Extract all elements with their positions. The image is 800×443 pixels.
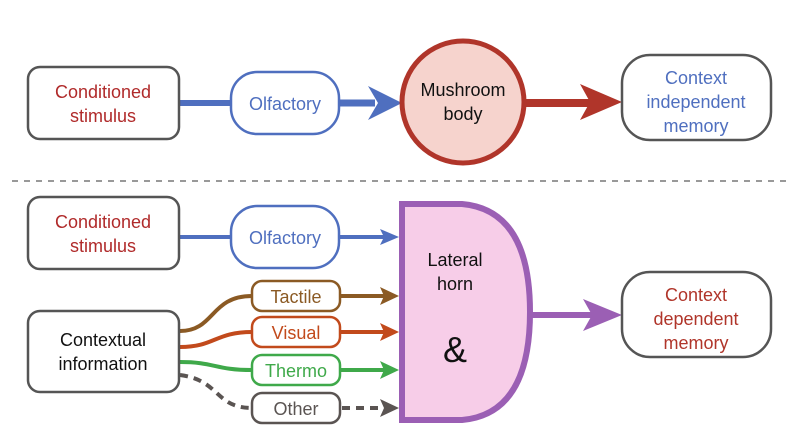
context-independent-memory-node: Context independent memory xyxy=(620,53,773,142)
conditioned-stimulus-node-top: Conditioned stimulus xyxy=(26,65,181,141)
other-node: Other xyxy=(250,391,342,425)
mb-line2: body xyxy=(443,104,482,124)
arrowhead-purple xyxy=(583,299,622,331)
cim-line1: Context xyxy=(665,68,727,88)
edge-context-visual xyxy=(179,330,253,349)
visual-label: Visual xyxy=(272,323,321,343)
cs-bottom-line2: stimulus xyxy=(70,236,136,256)
edge-context-other xyxy=(179,373,253,410)
other-label: Other xyxy=(273,399,318,419)
arrowhead-tactile xyxy=(380,287,399,305)
lateral-horn-node: Lateral horn & xyxy=(399,201,534,423)
arrowhead-red-top xyxy=(580,84,622,120)
olfactory-node-top: Olfactory xyxy=(229,70,341,136)
thermo-node: Thermo xyxy=(250,353,342,387)
contextual-information-node: Contextual information xyxy=(26,309,181,394)
olfactory-node-bottom: Olfactory xyxy=(229,204,341,270)
cim-line2: independent xyxy=(646,92,745,112)
conditioned-stimulus-node-bottom: Conditioned stimulus xyxy=(26,195,181,271)
arrowhead-blue-top xyxy=(368,86,402,120)
cdm-line1: Context xyxy=(665,285,727,305)
tactile-label: Tactile xyxy=(270,287,321,307)
context-line2: information xyxy=(58,354,147,374)
visual-node: Visual xyxy=(250,315,342,349)
lh-line1: Lateral xyxy=(427,250,482,270)
and-symbol: & xyxy=(443,329,467,370)
cim-line3: memory xyxy=(663,116,728,136)
cdm-line3: memory xyxy=(663,333,728,353)
edge-context-thermo xyxy=(179,360,253,372)
olfactory-top-label: Olfactory xyxy=(249,94,321,114)
cs-bottom-line1: Conditioned xyxy=(55,212,151,232)
context-dependent-memory-node: Context dependent memory xyxy=(620,270,773,359)
arrowhead-visual xyxy=(380,323,399,341)
context-line1: Contextual xyxy=(60,330,146,350)
cs-top-line1: Conditioned xyxy=(55,82,151,102)
lh-line2: horn xyxy=(437,274,473,294)
arrowhead-blue-bottom xyxy=(380,229,399,245)
arrowhead-thermo xyxy=(380,361,399,379)
mushroom-body-node: Mushroom body xyxy=(399,38,527,166)
tactile-node: Tactile xyxy=(250,279,342,313)
mb-line1: Mushroom xyxy=(420,80,505,100)
olfactory-bottom-label: Olfactory xyxy=(249,228,321,248)
arrowhead-other xyxy=(380,399,399,417)
edge-context-tactile xyxy=(179,294,253,333)
cs-top-line2: stimulus xyxy=(70,106,136,126)
thermo-label: Thermo xyxy=(265,361,327,381)
cdm-line2: dependent xyxy=(653,309,738,329)
